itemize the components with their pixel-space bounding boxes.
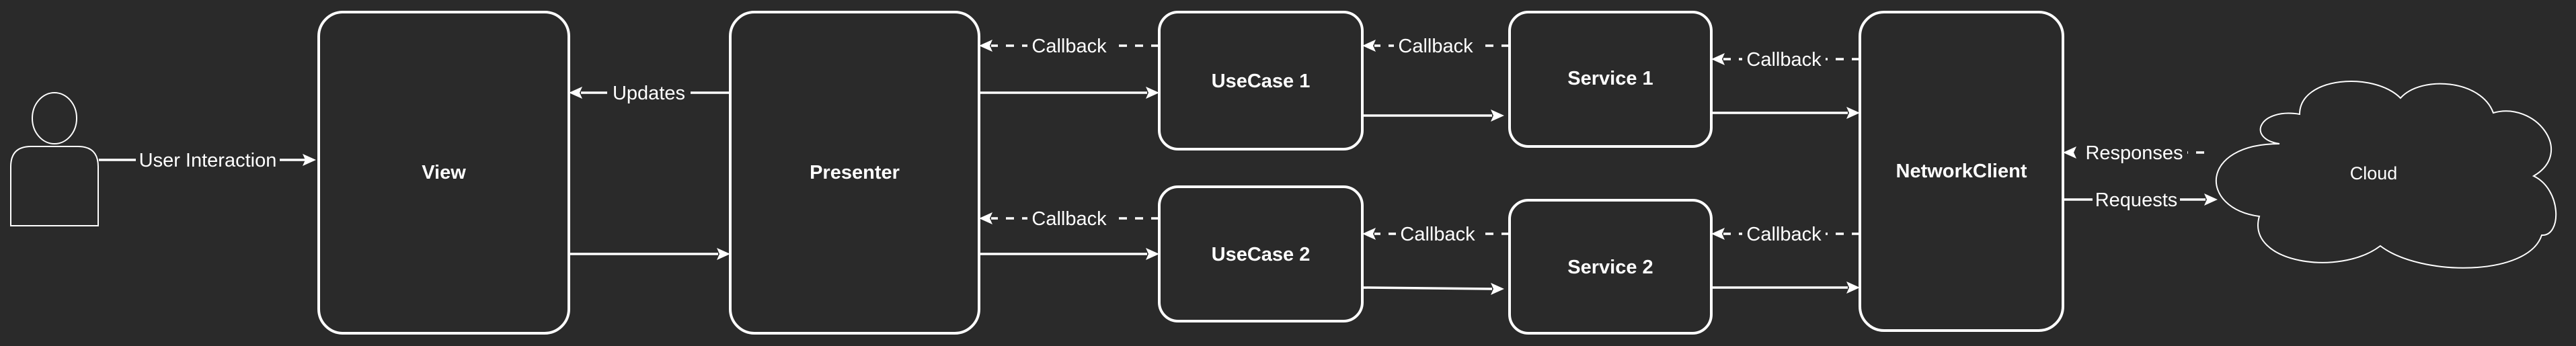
- cloud-label: Cloud: [2350, 163, 2398, 183]
- edge-usecase1-to-service1: [1362, 110, 1504, 122]
- edge-label-responses: Responses: [2085, 142, 2183, 164]
- edge-updates: Updates: [569, 81, 730, 105]
- edge-label-usecase2-callback: Callback: [1031, 208, 1107, 230]
- edge-label-networkclient-callback-1: Callback: [1746, 49, 1822, 71]
- usecase1-box: UseCase 1: [1158, 11, 1364, 150]
- edge-user-interaction: User Interaction: [99, 148, 316, 172]
- edge-usecase1-callback: Callback: [979, 34, 1159, 58]
- edge-label-updates: Updates: [613, 83, 685, 104]
- cloud-icon: Cloud: [2215, 81, 2557, 269]
- edge-presenter-to-usecase1: [979, 87, 1159, 99]
- edge-label-service1-callback: Callback: [1398, 36, 1473, 57]
- usecase2-label: UseCase 2: [1212, 244, 1311, 265]
- edge-networkclient-callback-service2: Callback: [1711, 222, 1860, 246]
- edge-service2-to-networkclient: [1711, 282, 1860, 294]
- networkclient-label: NetworkClient: [1896, 161, 2027, 182]
- service2-label: Service 2: [1567, 257, 1653, 278]
- edge-service2-callback: Callback: [1362, 222, 1510, 246]
- edge-label-service2-callback: Callback: [1400, 224, 1475, 245]
- edge-networkclient-callback-service1: Callback: [1711, 47, 1860, 71]
- service1-box: Service 1: [1508, 11, 1713, 148]
- edge-usecase2-to-service2: [1362, 283, 1504, 295]
- edge-presenter-to-usecase2: [979, 248, 1159, 260]
- edge-label-requests: Requests: [2095, 189, 2178, 211]
- view-box: View: [317, 11, 570, 335]
- networkclient-box: NetworkClient: [1859, 11, 2064, 332]
- user-actor-icon: [10, 92, 99, 226]
- edge-service1-callback: Callback: [1362, 34, 1510, 58]
- service2-box: Service 2: [1508, 199, 1713, 335]
- presenter-box: Presenter: [729, 11, 980, 335]
- service1-label: Service 1: [1567, 68, 1653, 89]
- edge-usecase2-callback: Callback: [979, 206, 1159, 230]
- edge-view-to-presenter: [569, 248, 730, 260]
- edge-responses: Responses: [2063, 140, 2204, 165]
- presenter-label: Presenter: [810, 162, 900, 183]
- edge-label-user-interaction: User Interaction: [139, 150, 277, 171]
- edge-service1-to-networkclient: [1711, 107, 1860, 119]
- usecase2-box: UseCase 2: [1158, 185, 1364, 322]
- edge-label-usecase1-callback: Callback: [1031, 36, 1107, 57]
- usecase1-label: UseCase 1: [1212, 71, 1311, 92]
- edge-requests: Requests: [2063, 187, 2218, 212]
- view-label: View: [422, 162, 466, 183]
- edge-label-networkclient-callback-2: Callback: [1746, 224, 1822, 245]
